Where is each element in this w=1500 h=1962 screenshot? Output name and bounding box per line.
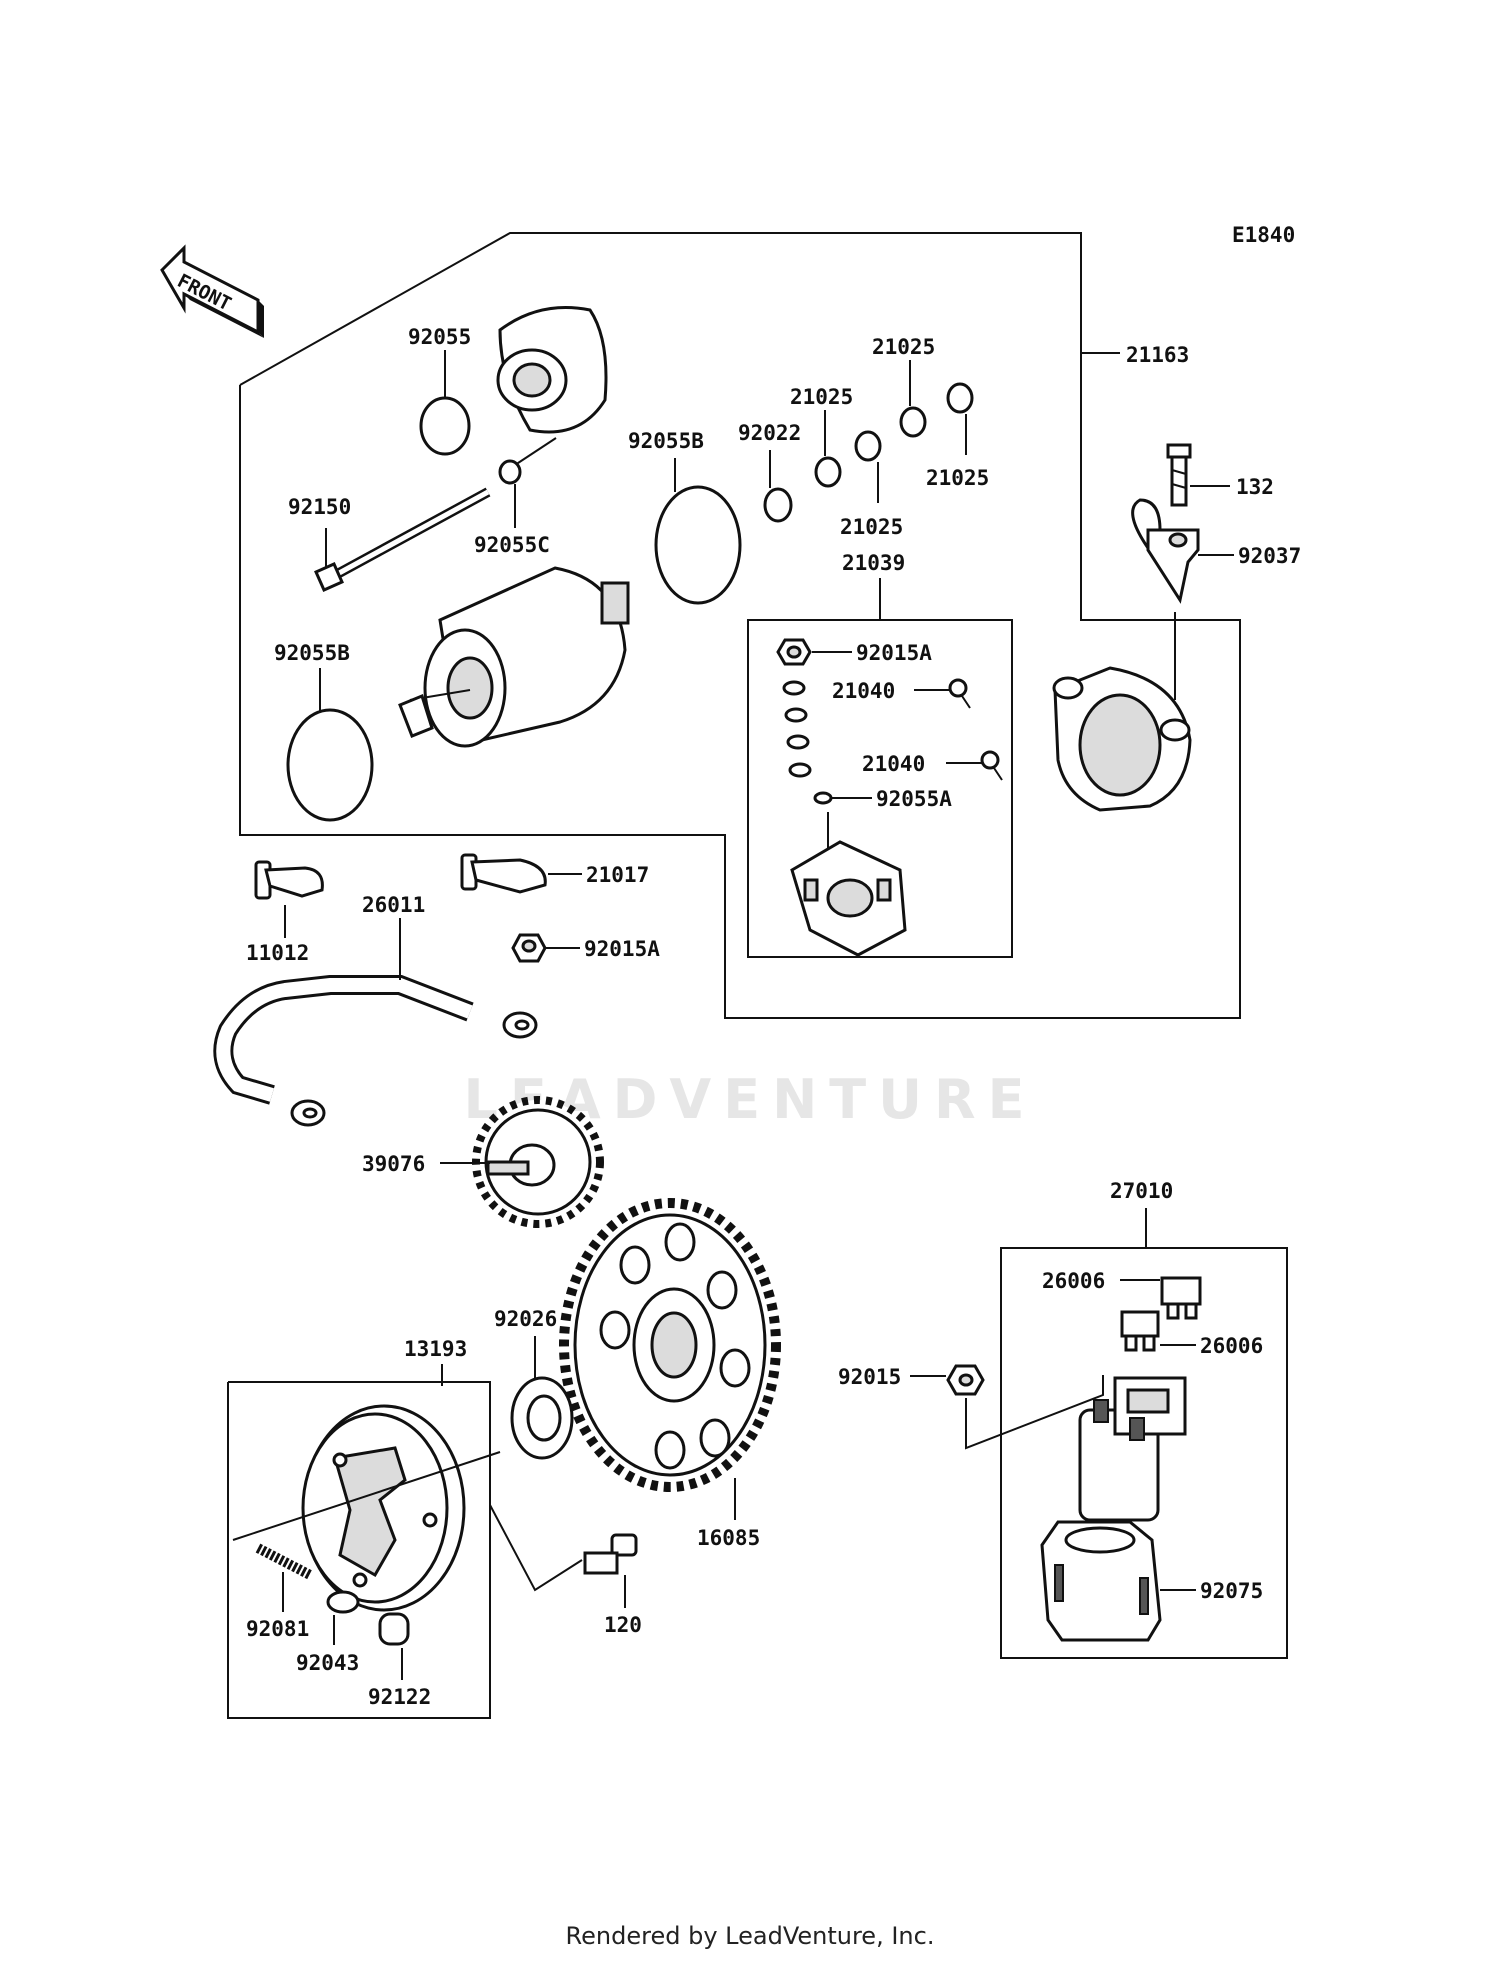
nut-92015A <box>776 638 812 666</box>
leader-line <box>232 1451 501 1541</box>
part-label: 11012 <box>246 941 309 965</box>
part-label: 92081 <box>246 1617 309 1641</box>
o-ring-92055B <box>654 485 742 605</box>
fuse-26006 <box>1160 1276 1202 1320</box>
part-label: 26006 <box>1200 1334 1263 1358</box>
part-label: 92055A <box>876 787 952 811</box>
relay-cover-92075 <box>1040 1520 1162 1642</box>
idle-gear-39076 <box>472 1096 604 1228</box>
part-label: 92055C <box>474 533 550 557</box>
o-ring-92055B <box>286 708 374 822</box>
fuse-26006 <box>1120 1310 1160 1352</box>
part-label: 21025 <box>926 466 989 490</box>
part-label: 92075 <box>1200 1579 1263 1603</box>
front-arrow-icon: FRONT <box>160 244 264 338</box>
starter-clutch-gear-16085 <box>559 1198 781 1492</box>
starter-front-cover <box>496 306 608 434</box>
washer-92022 <box>763 487 793 523</box>
roller-92122 <box>378 1612 410 1646</box>
starter-group-outline <box>239 232 1241 1019</box>
washer-21025 <box>946 382 974 414</box>
part-label: 21025 <box>790 385 853 409</box>
bolt-132 <box>1166 443 1192 507</box>
brush-holder-group-outline <box>747 619 1013 958</box>
part-label: 92022 <box>738 421 801 445</box>
starter-relay-group-outline <box>1000 1247 1288 1659</box>
terminal-boot-11012 <box>254 860 324 900</box>
part-label: 13193 <box>404 1337 467 1361</box>
brush-spring-21040 <box>948 678 971 709</box>
washer <box>784 707 808 723</box>
part-label: 21025 <box>840 515 903 539</box>
washer <box>782 680 806 696</box>
part-label: 92015A <box>584 937 660 961</box>
starter-relay <box>1078 1376 1187 1522</box>
part-label: 21040 <box>832 679 895 703</box>
nut-92015A <box>511 933 547 963</box>
brush-plate <box>790 812 907 957</box>
part-label: 92015 <box>838 1365 901 1389</box>
part-label: 16085 <box>697 1526 760 1550</box>
washer-92026-hole <box>526 1394 562 1442</box>
washer-21025 <box>814 456 842 488</box>
part-label: 21017 <box>586 863 649 887</box>
bolt-120 <box>583 1533 638 1575</box>
o-ring-92055C <box>498 459 522 485</box>
diagram-code: E1840 <box>1232 223 1295 247</box>
washer-21025 <box>854 430 882 462</box>
footer-credit: Rendered by LeadVenture, Inc. <box>565 1922 935 1950</box>
leader-line <box>965 1375 1104 1450</box>
clamp-92037 <box>1131 498 1200 604</box>
part-label: 92150 <box>288 495 351 519</box>
part-label: 92055B <box>628 429 704 453</box>
pin-92043 <box>326 1590 360 1614</box>
nut-92015 <box>946 1364 985 1396</box>
through-bolt-92150 <box>314 487 491 592</box>
terminal-boot-21017 <box>460 853 547 894</box>
part-label: 92015A <box>856 641 932 665</box>
washer-21025 <box>899 406 927 438</box>
part-label: 132 <box>1236 475 1274 499</box>
part-label: 26006 <box>1042 1269 1105 1293</box>
part-label: 26011 <box>362 893 425 917</box>
part-label: 21025 <box>872 335 935 359</box>
part-label: 92026 <box>494 1307 557 1331</box>
part-label: 92055B <box>274 641 350 665</box>
part-label: 21163 <box>1126 343 1189 367</box>
part-label: 92122 <box>368 1685 431 1709</box>
brush-spring-21040 <box>980 750 1003 781</box>
leader-line <box>514 437 557 466</box>
o-ring-92055 <box>419 396 471 456</box>
one-way-clutch-13193 <box>301 1404 466 1612</box>
starter-motor <box>398 566 630 748</box>
spring-92081 <box>255 1543 313 1580</box>
starter-rear-cover <box>1052 666 1192 812</box>
leader-line <box>489 1504 583 1592</box>
part-label: 21039 <box>842 551 905 575</box>
part-label: 92037 <box>1238 544 1301 568</box>
part-label: 92055 <box>408 325 471 349</box>
starter-cable-26011 <box>213 975 538 1127</box>
part-label: 21040 <box>862 752 925 776</box>
o-ring-92055A <box>813 791 833 805</box>
washer <box>788 762 812 778</box>
washer <box>786 734 810 750</box>
part-label: 120 <box>604 1613 642 1637</box>
part-label: 27010 <box>1110 1179 1173 1203</box>
part-label: 39076 <box>362 1152 425 1176</box>
starter-clutch-group-outline <box>227 1381 491 1719</box>
part-label: 92043 <box>296 1651 359 1675</box>
